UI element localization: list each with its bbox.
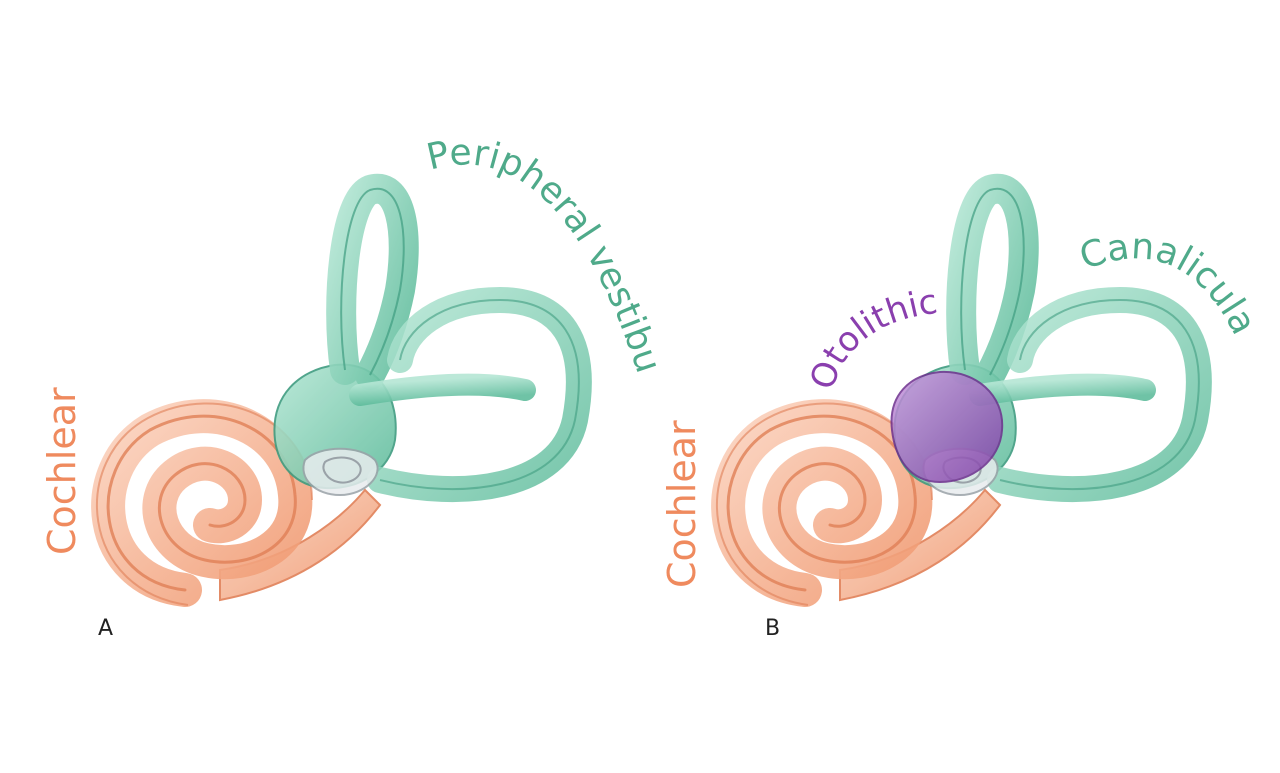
- panel-b-inner-ear-illustration: [717, 189, 1199, 605]
- panel-b-letter: B: [765, 616, 780, 641]
- panel-a-letter: A: [98, 616, 113, 641]
- panel-a-cochlear-label: Cochlear: [40, 387, 84, 555]
- panel-b-cochlear-label: Cochlear: [660, 420, 704, 588]
- panel-a-inner-ear-illustration: [97, 189, 579, 605]
- panel-a: Cochlear Peripheral vestibular A: [0, 0, 669, 641]
- otolithic-region: [890, 370, 1004, 484]
